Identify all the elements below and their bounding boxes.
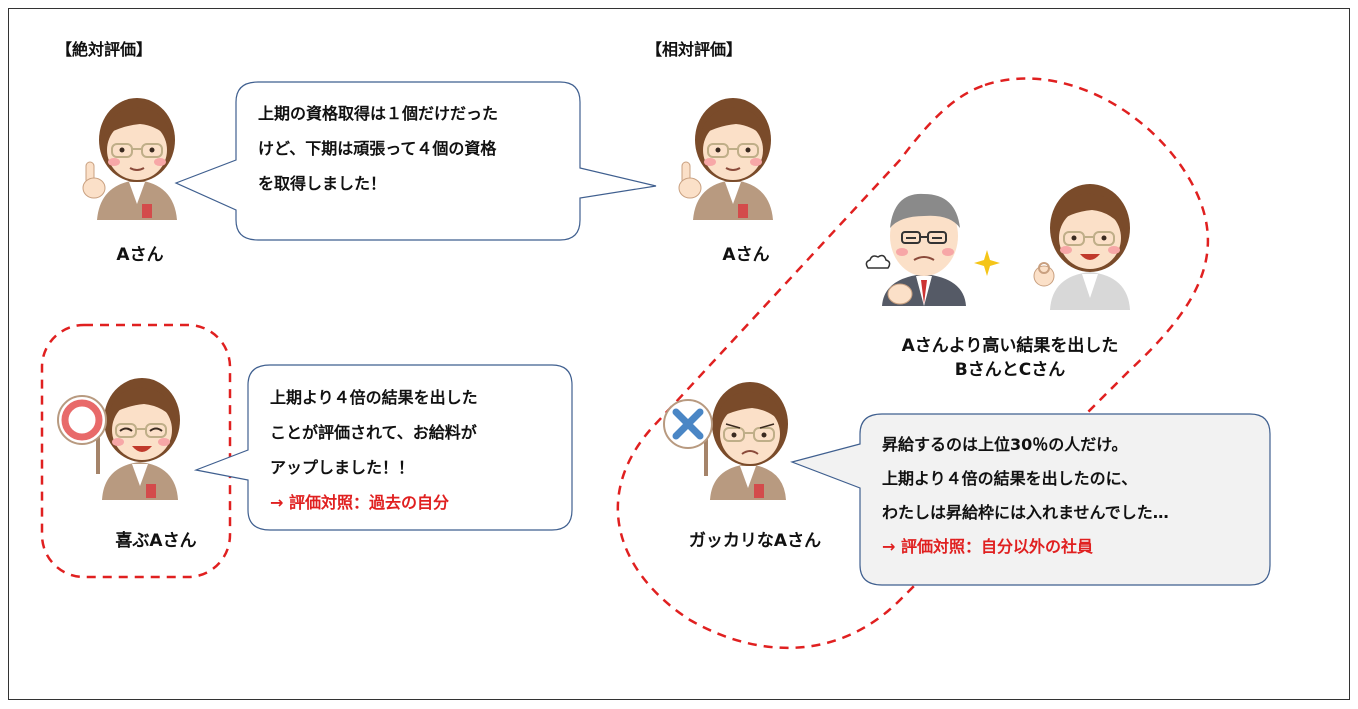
sad-bubble-text: 昇給するのは上位30％の人だけ。 上期より４倍の結果を出したのに、 わたしは昇給…: [882, 428, 1169, 564]
absolute-heading: 【絶対評価】: [56, 40, 153, 59]
puff-icon: [865, 254, 891, 269]
happy-bubble-note: → 評価対照：過去の自分: [270, 493, 449, 512]
woman-sad-icon: [704, 382, 788, 500]
sad-bubble-line: 昇給するのは上位30％の人だけ。: [882, 435, 1128, 454]
happy-bubble-line: ことが評価されて、お給料が: [270, 423, 477, 442]
woman-pointing-icon: [82, 98, 177, 220]
speech-bubble-happy: [193, 364, 573, 531]
woman-happy-icon: [96, 378, 180, 500]
maru-sign-icon: [57, 395, 107, 445]
sad-bubble-line: 上期より４倍の結果を出したのに、: [882, 469, 1138, 488]
speech-bubble-top: [174, 81, 657, 241]
relative-highlight-outline: [616, 77, 1210, 650]
absolute-person-label: Aさん: [116, 245, 164, 265]
diagram-frame: [8, 8, 1350, 700]
happy-highlight-outline: [40, 323, 232, 579]
sad-person-label: ガッカリなAさん: [688, 531, 822, 551]
woman-pointing-icon: [678, 98, 773, 220]
happy-bubble-line: 上期より４倍の結果を出した: [270, 388, 478, 407]
sparkle-icon: [974, 250, 1000, 276]
relative-heading: 【相対評価】: [646, 40, 743, 59]
top-bubble-text: 上期の資格取得は１個だけだった けど、下期は頑張って４個の資格 を取得しました！: [258, 96, 498, 201]
man-smug-icon: [882, 193, 966, 306]
happy-bubble-text: 上期より４倍の結果を出した ことが評価されて、お給料が アップしました！！ → …: [270, 380, 478, 520]
happy-person-label: 喜ぶAさん: [115, 531, 197, 551]
relative-person-label: Aさん: [722, 245, 770, 265]
others-label-line: Aさんより高い結果を出した: [901, 336, 1119, 356]
woman-ok-icon: [1033, 184, 1130, 310]
batsu-sign-icon: [663, 399, 713, 449]
happy-bubble-line: アップしました！！: [270, 458, 415, 477]
speech-bubble-sad: [790, 413, 1271, 586]
sad-bubble-line: わたしは昇給枠には入れませんでした…: [882, 503, 1169, 522]
others-label: Aさんより高い結果を出した BさんとCさん: [850, 334, 1170, 382]
top-bubble-line: を取得しました！: [258, 174, 387, 193]
top-bubble-line: 上期の資格取得は１個だけだった: [258, 104, 499, 123]
top-bubble-line: けど、下期は頑張って４個の資格: [258, 139, 497, 158]
sad-bubble-note: → 評価対照：自分以外の社員: [882, 537, 1093, 556]
others-label-line: BさんとCさん: [954, 360, 1066, 380]
